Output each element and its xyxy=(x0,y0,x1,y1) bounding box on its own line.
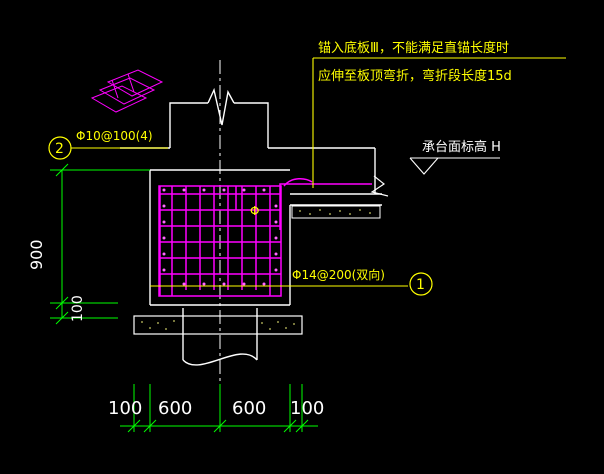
dimension-100-vertical: 100 xyxy=(70,295,86,322)
slab-rebar-hook xyxy=(283,178,313,187)
pile-outline xyxy=(182,308,258,366)
rebar-cage xyxy=(158,185,282,297)
dimension-100-right: 100 xyxy=(290,398,324,419)
note-line-1: 锚入底板Ⅲ，不能满足直锚长度时 xyxy=(318,40,509,56)
callout-1-bubble xyxy=(409,272,433,296)
elevation-label: 承台面标高 H xyxy=(422,139,501,155)
slab-break-line xyxy=(370,175,389,197)
note-leader xyxy=(312,57,566,188)
callout-2-number: 2 xyxy=(55,141,64,157)
callout-1: 1 Φ14@200(双向) xyxy=(150,267,433,296)
callout-1-number: 1 xyxy=(416,277,425,293)
dimension-600-right: 600 xyxy=(232,398,266,419)
note-line-2: 应伸至板顶弯折，弯折段长度15d xyxy=(318,68,512,84)
vertical-dimension xyxy=(50,163,150,325)
elevation-marker-icon xyxy=(409,157,500,175)
dimension-900: 900 xyxy=(27,239,46,270)
dimension-100-left: 100 xyxy=(108,398,142,419)
column-outline xyxy=(120,87,375,149)
callout-2: 2 Φ10@100(4) xyxy=(48,129,168,160)
callout-2-spec: Φ10@100(4) xyxy=(76,129,153,143)
slab-rebar xyxy=(279,183,372,230)
cushion-layer xyxy=(133,205,381,335)
dimension-600-left: 600 xyxy=(158,398,192,419)
axis-symbol-icon xyxy=(90,69,164,113)
bar-label: Φ xyxy=(250,204,259,218)
horizontal-dimension xyxy=(120,384,318,433)
rebar-dots xyxy=(162,188,278,286)
callout-1-spec: Φ14@200(双向) xyxy=(292,267,385,282)
